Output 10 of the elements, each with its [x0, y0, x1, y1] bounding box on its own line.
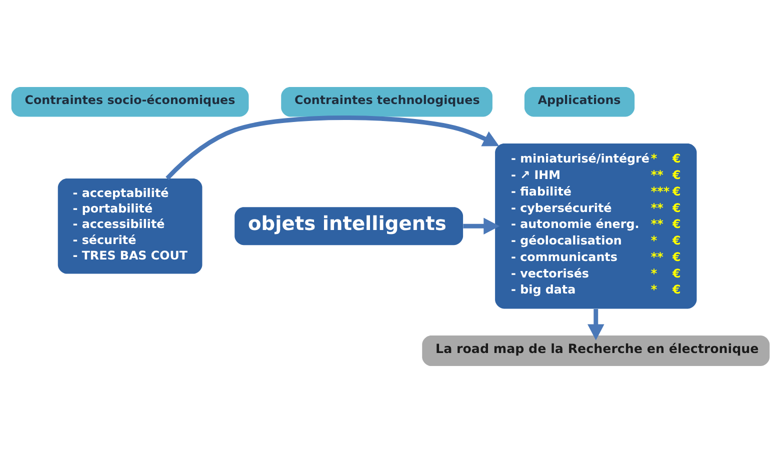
node-box: - acceptabilité - portabilité - accessibilité - sécurité - TRES BAS COUT	[58, 178, 202, 274]
node-box: Contraintes socio-économiques	[11, 86, 249, 117]
node-box: Contraintes technologiques	[281, 86, 492, 117]
arrow	[166, 116, 500, 180]
arrow	[463, 218, 500, 234]
node-box: - miniaturisé/intégré* € - ↗ IHM ** € - fiabilité *** € - cybersécurité ** € - autonomie énerg. ** € - géolocalisation * € - communicants ** € - vectorisés * € - big data * €	[495, 144, 697, 309]
node-box: Applications	[524, 86, 635, 117]
node-box: La road map de la Recherche en électronique	[422, 336, 770, 366]
node-box: objets intelligents	[234, 207, 464, 246]
arrow	[588, 309, 604, 340]
